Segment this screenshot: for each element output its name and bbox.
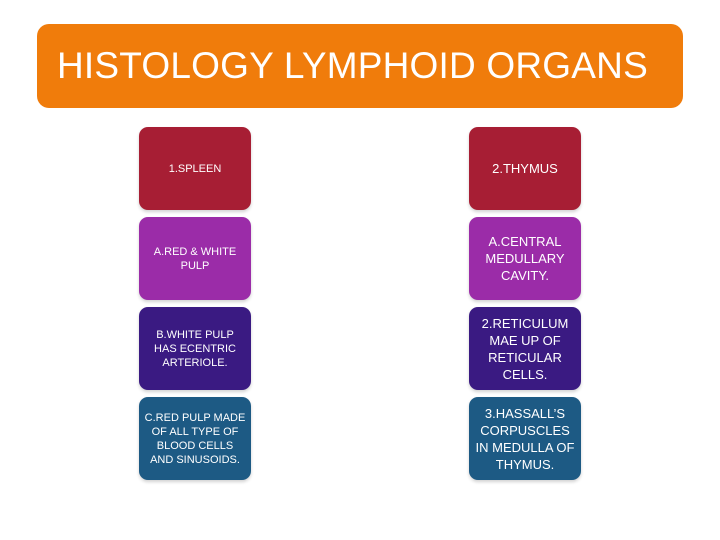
thymus-point-3-text: 3.HASSALL’S CORPUSCLES IN MEDULLA OF THY…	[475, 405, 575, 472]
thymus-point-2-text: 2.RETICULUM MAE UP OF RETICULAR CELLS.	[481, 315, 569, 382]
thymus-point-3-box: 3.HASSALL’S CORPUSCLES IN MEDULLA OF THY…	[469, 397, 581, 480]
thymus-point-a-text: A.CENTRAL MEDULLARY CAVITY.	[485, 234, 565, 283]
thymus-point-2-box: 2.RETICULUM MAE UP OF RETICULAR CELLS.	[469, 307, 581, 390]
thymus-heading-box: 2.THYMUS	[469, 127, 581, 210]
spleen-heading-box: 1.SPLEEN	[139, 127, 251, 210]
thymus-point-a-box: A.CENTRAL MEDULLARY CAVITY.	[469, 217, 581, 300]
thymus-heading-text: 2.THYMUS	[492, 161, 558, 176]
slide-title: HISTOLOGY LYMPHOID ORGANS	[57, 45, 648, 86]
spleen-point-a-text: A.RED & WHITE PULP	[153, 245, 237, 272]
spleen-point-b-box: B.WHITE PULP HAS ECENTRIC ARTERIOLE.	[139, 307, 251, 390]
spleen-heading-text: 1.SPLEEN	[168, 162, 222, 175]
spleen-point-c-box: C.RED PULP MADE OF ALL TYPE OF BLOOD CEL…	[139, 397, 251, 480]
spleen-point-a-box: A.RED & WHITE PULP	[139, 217, 251, 300]
title-banner: HISTOLOGY LYMPHOID ORGANS	[37, 24, 683, 108]
spleen-point-c-text: C.RED PULP MADE OF ALL TYPE OF BLOOD CEL…	[144, 411, 246, 466]
spleen-point-b-text: B.WHITE PULP HAS ECENTRIC ARTERIOLE.	[154, 328, 236, 369]
